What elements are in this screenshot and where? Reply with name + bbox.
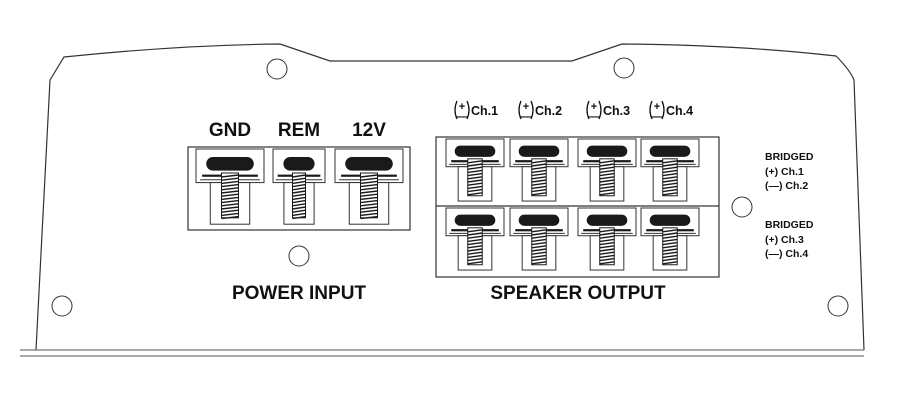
minus-icon: — xyxy=(457,111,468,123)
bridged-1-plus: (+) Ch.1 xyxy=(765,166,804,178)
power-input-block: GND REM 12V POWER INPUT xyxy=(187,120,411,304)
screw-head-icon xyxy=(518,145,560,157)
plus-icon: + xyxy=(459,101,465,113)
screw-head-icon xyxy=(649,145,691,157)
screw-head-icon xyxy=(206,157,254,171)
polarity-bracket-right xyxy=(530,100,534,120)
screw-head-icon xyxy=(586,214,628,226)
speaker-terminal-ch1-negative[interactable] xyxy=(445,207,505,271)
channel-name: Ch.1 xyxy=(471,104,498,118)
mounting-hole-top-left xyxy=(266,58,288,80)
bridged-1-minus: (—) Ch.2 xyxy=(765,180,808,192)
minus-icon: — xyxy=(521,111,532,123)
mounting-hole-top-right xyxy=(613,57,635,79)
speaker-terminal-ch2-negative[interactable] xyxy=(509,207,569,271)
polarity-bracket-left xyxy=(649,100,653,120)
screw-head-icon xyxy=(454,145,496,157)
speaker-output-block: +—Ch.1+—Ch.2+—Ch.3+—Ch.4 SPEAKER OUTPUT xyxy=(435,100,720,304)
polarity-bracket-right xyxy=(598,100,602,120)
bridged-1-title: BRIDGED xyxy=(765,151,814,163)
bridged-label-2: BRIDGED (+) Ch.3 (—) Ch.4 xyxy=(765,219,814,260)
speaker-output-section-label: SPEAKER OUTPUT xyxy=(490,283,666,304)
bridged-2-title: BRIDGED xyxy=(765,219,814,231)
speaker-terminal-ch1-positive[interactable] xyxy=(445,138,505,202)
plus-icon: + xyxy=(523,101,529,113)
screw-head-icon xyxy=(454,214,496,226)
power-terminal-label-gnd: GND xyxy=(209,120,251,141)
screw-head-icon xyxy=(649,214,691,226)
power-input-section-label: POWER INPUT xyxy=(232,283,366,304)
bridged-2-minus: (—) Ch.4 xyxy=(765,248,808,260)
channel-name: Ch.4 xyxy=(666,104,693,118)
mounting-hole-bottom-right xyxy=(827,295,849,317)
speaker-terminal-ch2-positive[interactable] xyxy=(509,138,569,202)
speaker-terminal-ch4-negative[interactable] xyxy=(640,207,700,271)
polarity-bracket-left xyxy=(586,100,590,120)
mounting-hole-bottom-left xyxy=(51,295,73,317)
channel-label-3: +—Ch.3 xyxy=(586,100,630,123)
mounting-hole-bridged-side xyxy=(731,196,753,218)
minus-icon: — xyxy=(589,111,600,123)
polarity-bracket-left xyxy=(518,100,522,120)
power-terminal-label-12v: 12V xyxy=(352,120,386,141)
power-terminal-12v[interactable] xyxy=(334,148,404,225)
speaker-terminal-ch4-positive[interactable] xyxy=(640,138,700,202)
channel-name: Ch.3 xyxy=(603,104,630,118)
polarity-bracket-right xyxy=(661,100,665,120)
power-terminal-gnd[interactable] xyxy=(195,148,265,225)
screw-head-icon xyxy=(586,145,628,157)
chassis-outline xyxy=(35,43,865,351)
channel-label-4: +—Ch.4 xyxy=(649,100,693,123)
mounting-hole-power-center xyxy=(288,245,310,267)
minus-icon: — xyxy=(652,111,663,123)
speaker-terminal-ch3-positive[interactable] xyxy=(577,138,637,202)
screw-head-icon xyxy=(283,157,315,171)
polarity-bracket-right xyxy=(466,100,470,120)
channel-label-1: +—Ch.1 xyxy=(454,100,498,123)
screw-head-icon xyxy=(518,214,560,226)
power-terminal-rem[interactable] xyxy=(272,148,326,225)
polarity-bracket-left xyxy=(454,100,458,120)
power-terminal-label-rem: REM xyxy=(278,120,320,141)
screw-head-icon xyxy=(345,157,393,171)
plus-icon: + xyxy=(591,101,597,113)
channel-name: Ch.2 xyxy=(535,104,562,118)
bridged-2-plus: (+) Ch.3 xyxy=(765,234,804,246)
bridged-label-1: BRIDGED (+) Ch.1 (—) Ch.2 xyxy=(765,151,814,192)
speaker-terminal-ch3-negative[interactable] xyxy=(577,207,637,271)
plus-icon: + xyxy=(654,101,660,113)
channel-label-2: +—Ch.2 xyxy=(518,100,562,123)
